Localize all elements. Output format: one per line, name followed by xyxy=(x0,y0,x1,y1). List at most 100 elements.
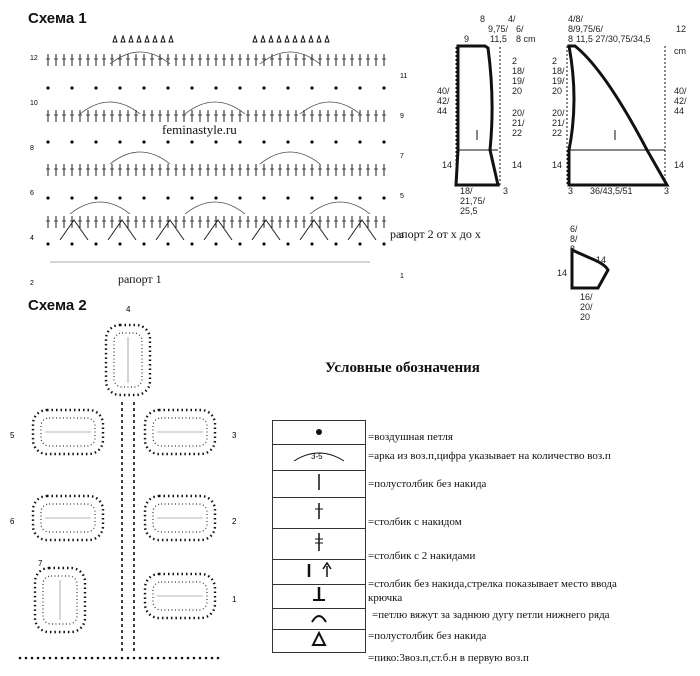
chain-dot xyxy=(192,656,196,660)
back-sru-1: 2 xyxy=(512,56,518,66)
chain-dot xyxy=(238,196,242,200)
chain-dot xyxy=(46,86,50,90)
back-sru-4: 20 xyxy=(512,86,523,96)
dc-icon xyxy=(315,502,323,519)
front-top-5: 12 xyxy=(676,24,687,34)
chain-dot xyxy=(358,140,362,144)
chain-dot xyxy=(190,242,194,246)
petal-inner xyxy=(40,503,96,533)
petal-inner xyxy=(40,417,96,447)
arc-mark xyxy=(309,201,371,215)
chain-dot xyxy=(358,196,362,200)
chain-dot xyxy=(262,242,266,246)
legend-text-6: =столбик без накида,стрелка показывает м… xyxy=(368,578,617,590)
chain-dot xyxy=(382,196,386,200)
petal-inner xyxy=(113,332,143,388)
chain-dot xyxy=(166,140,170,144)
petal-number: 5 xyxy=(10,431,15,440)
legend-symbol-cell xyxy=(272,629,366,653)
arc-mark xyxy=(184,201,246,215)
back-base-right: 3 xyxy=(503,186,509,196)
chain-dot xyxy=(174,656,178,660)
chain-dot xyxy=(96,656,100,660)
chain-dot xyxy=(142,242,146,246)
petal-outline xyxy=(143,572,217,620)
chain-dot xyxy=(126,656,130,660)
petal-number: 3 xyxy=(232,431,237,440)
petal-inner xyxy=(42,575,78,625)
chain-dot xyxy=(168,656,172,660)
legend-text-7: крючка xyxy=(368,592,403,604)
back-side-right-lower: 20/ 21/ 22 xyxy=(512,108,525,138)
picot-mark xyxy=(144,34,150,43)
row-number-right: 3 xyxy=(400,233,404,240)
legend-symbol-cell xyxy=(272,528,366,560)
row-number-right: 7 xyxy=(400,153,404,160)
dot-icon xyxy=(316,428,322,435)
petal-inner xyxy=(152,503,208,533)
front-slu-4: 20 xyxy=(552,86,563,96)
chain-dot xyxy=(382,86,386,90)
arc-mark xyxy=(69,201,131,215)
front-base-left: 3 xyxy=(568,186,574,196)
arc-mark xyxy=(184,101,246,115)
front-sll-3: 22 xyxy=(552,128,563,138)
chain-dot xyxy=(120,656,124,660)
chain-dot xyxy=(70,242,74,246)
back-top-6: 8 cm xyxy=(516,34,536,44)
chain-dot xyxy=(286,86,290,90)
picot-mark xyxy=(252,34,258,43)
chain-dot xyxy=(214,196,218,200)
front-top-3: 8 xyxy=(568,34,574,44)
picot-mark xyxy=(316,34,322,43)
back-loop-icon xyxy=(313,587,325,601)
chain-dot xyxy=(262,196,266,200)
petal-number: 6 xyxy=(10,517,15,526)
chain-dot xyxy=(118,242,122,246)
chain-dot xyxy=(262,140,266,144)
chain-dot xyxy=(310,140,314,144)
fan-mark xyxy=(203,219,233,241)
chain-dot xyxy=(358,242,362,246)
tr-icon xyxy=(315,532,323,551)
legend-symbol-cell xyxy=(272,497,366,529)
sleeve-left: 14 xyxy=(557,268,568,278)
chain-dot xyxy=(46,242,50,246)
chain-dot xyxy=(66,656,70,660)
chain-dot xyxy=(180,656,184,660)
picot-mark xyxy=(284,34,290,43)
row-number-left: 8 xyxy=(30,145,34,152)
legend-symbol-cell: 3-5 xyxy=(272,444,366,471)
chain-dot xyxy=(132,656,136,660)
chain-dot xyxy=(24,656,28,660)
repeat1-label: рапорт 1 xyxy=(118,272,162,286)
chain-dot xyxy=(42,656,46,660)
row-number-right: 11 xyxy=(400,73,407,80)
chain-dot xyxy=(94,86,98,90)
arc-mark xyxy=(109,51,171,65)
back-srl-3: 22 xyxy=(512,128,523,138)
back-top-4: 6/ xyxy=(516,24,524,34)
picot-mark xyxy=(168,34,174,43)
chain-dot xyxy=(144,656,148,660)
fan-mark xyxy=(107,219,137,241)
chain-dot xyxy=(382,140,386,144)
front-side-left-upper: 2 18/ 19/ 20 xyxy=(552,56,565,96)
chain-dot xyxy=(142,86,146,90)
petal-outline xyxy=(143,494,217,542)
arc-mark xyxy=(259,51,321,65)
legend-text-3: =полустолбик без накида xyxy=(368,478,487,490)
chain-dot xyxy=(214,242,218,246)
chain-dot xyxy=(70,86,74,90)
chain-dot xyxy=(94,196,98,200)
chain-dot xyxy=(30,656,34,660)
chain-dot xyxy=(118,140,122,144)
chain-dot xyxy=(114,656,118,660)
chain-dot xyxy=(310,86,314,90)
watermark: feminastyle.ru xyxy=(160,122,239,138)
front-sr-2: 42/ xyxy=(674,96,687,106)
repeat2-label: рапорт 2 от х до х xyxy=(390,227,481,241)
chain-dot xyxy=(198,656,202,660)
back-top-1: 8 xyxy=(480,14,486,24)
